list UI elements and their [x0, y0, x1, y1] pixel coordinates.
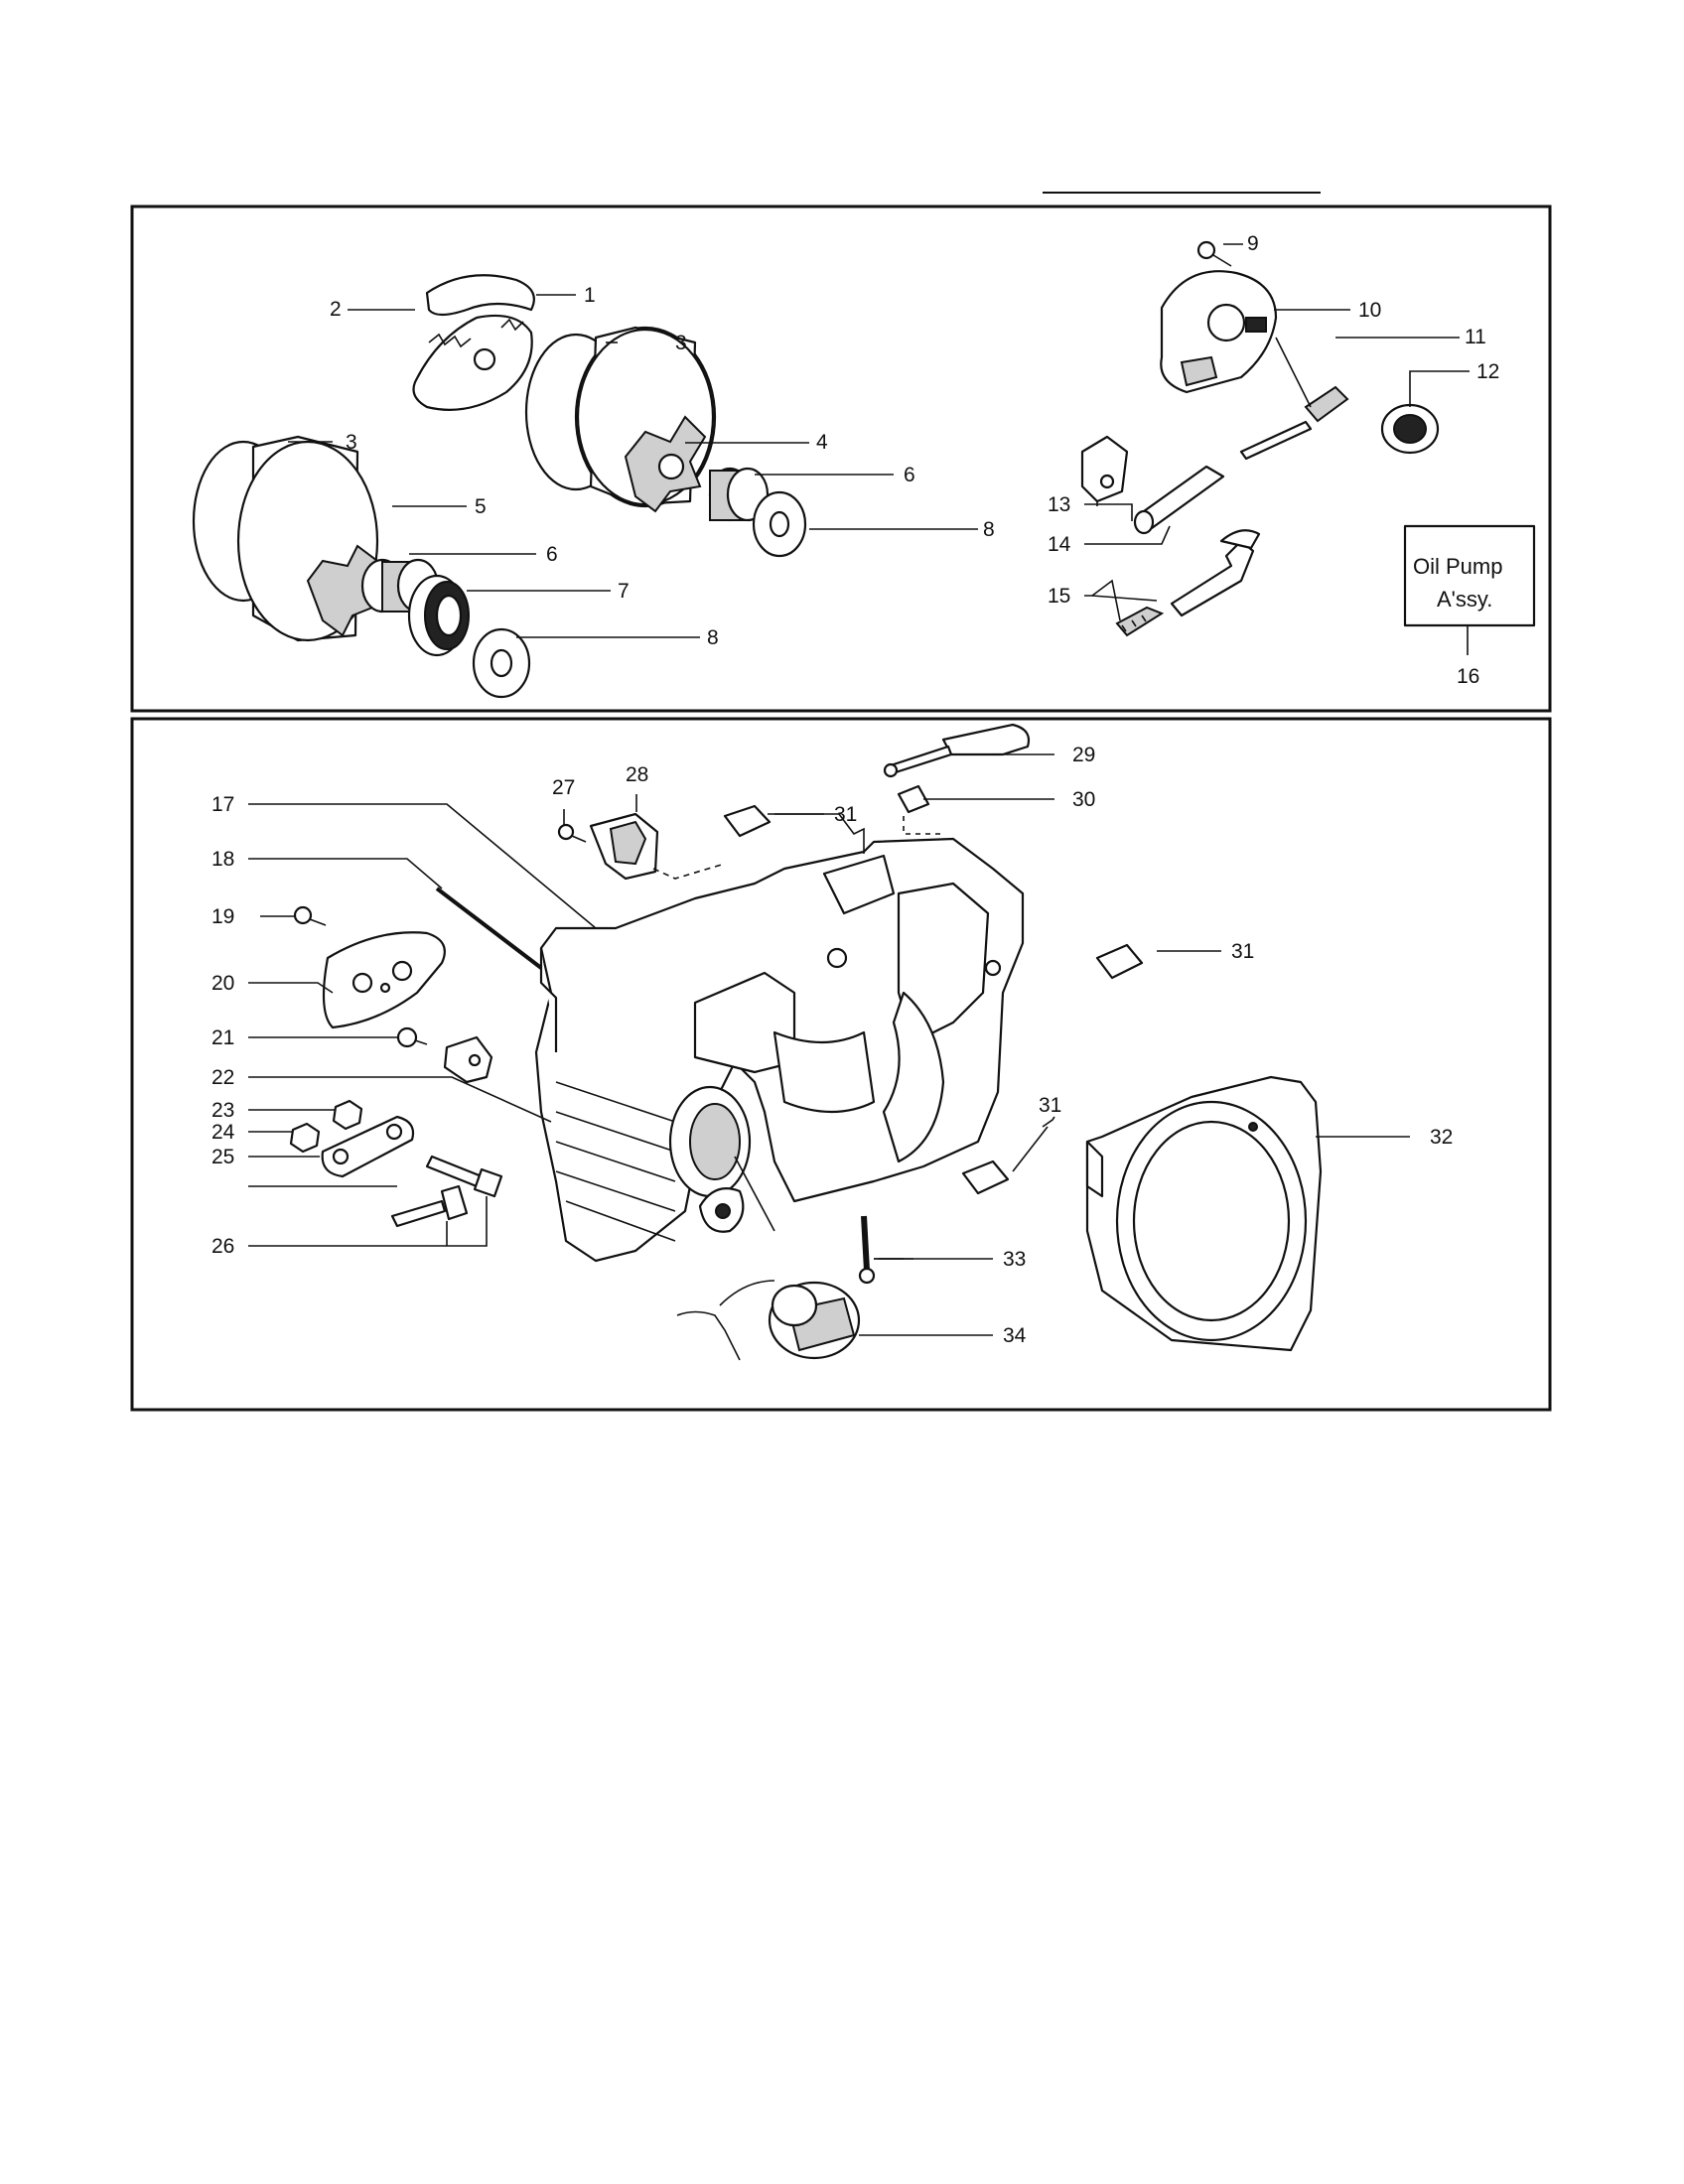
part-8-washer-upper — [752, 490, 807, 558]
callout-19: 19 — [211, 905, 234, 928]
callout-21: 21 — [211, 1026, 234, 1049]
part-30-clip — [897, 784, 943, 835]
part-29-lever — [883, 723, 1031, 778]
part-9-screw — [1196, 240, 1232, 267]
part-25-adjuster-screw — [390, 1155, 503, 1228]
part-8-washer-lower — [472, 627, 531, 699]
part-18-rod — [435, 887, 543, 970]
part-10-oil-pump-housing — [1160, 270, 1278, 394]
part-31-clip-b — [1095, 943, 1144, 980]
callout-5: 5 — [475, 495, 487, 518]
callout-31c: 31 — [1039, 1094, 1061, 1117]
callout-10: 10 — [1358, 299, 1381, 322]
callout-23: 23 — [211, 1099, 234, 1122]
callout-31b: 31 — [1231, 940, 1254, 963]
part-15-oil-hose — [1115, 529, 1261, 637]
oil-pump-label-line2: A'ssy. — [1437, 587, 1492, 612]
callout-11: 11 — [1465, 326, 1486, 348]
callout-8b: 8 — [707, 626, 719, 649]
callout-3a: 3 — [675, 332, 687, 354]
callout-33: 33 — [1003, 1248, 1026, 1271]
part-31-clip-c — [961, 1160, 1010, 1195]
callout-13: 13 — [1048, 493, 1070, 516]
callout-8a: 8 — [983, 518, 995, 541]
callout-25: 25 — [211, 1146, 234, 1168]
part-21-screw — [396, 1026, 428, 1048]
top-leader-lines — [288, 243, 1470, 638]
callout-4: 4 — [816, 431, 828, 454]
callout-1: 1 — [584, 284, 596, 307]
callout-18: 18 — [211, 848, 234, 871]
callout-20: 20 — [211, 972, 234, 995]
callout-6a: 6 — [904, 464, 915, 486]
clutch-oil-pump-panel — [130, 205, 1552, 713]
part-19-screw — [293, 905, 327, 926]
callout-2: 2 — [330, 298, 342, 321]
callout-14: 14 — [1048, 533, 1071, 556]
callout-16: 16 — [1457, 665, 1479, 688]
part-7-rim-sprocket — [407, 574, 470, 657]
part-33-screw — [858, 1215, 876, 1285]
part-13-clamp — [1080, 435, 1129, 503]
callout-31a: 31 — [834, 803, 857, 826]
part-11-worm-shaft — [1239, 337, 1349, 461]
part-3-clutch-drum-upper — [524, 326, 717, 513]
part-23-nut — [289, 1099, 363, 1154]
callout-28: 28 — [626, 763, 648, 786]
callout-27: 27 — [552, 776, 575, 799]
callout-6b: 6 — [546, 543, 558, 566]
oil-pump-assy-box: Oil Pump A'ssy. — [1403, 524, 1536, 655]
part-3-clutch-drum-lower — [192, 435, 379, 642]
part-32-starter-cover — [1085, 1075, 1323, 1352]
part-22-bumper — [443, 1035, 493, 1084]
part-20-plate — [322, 931, 446, 1029]
callout-3b: 3 — [346, 431, 357, 454]
part-27-screw — [557, 823, 587, 843]
part-12-worm-gear — [1380, 403, 1440, 455]
callout-7: 7 — [618, 580, 630, 603]
callout-26: 26 — [211, 1235, 234, 1258]
part-2-clutch-hub — [412, 314, 533, 411]
callout-34: 34 — [1003, 1324, 1027, 1347]
callout-32: 32 — [1430, 1126, 1453, 1149]
crankcase-panel — [130, 717, 1552, 1412]
part-14-pin — [1133, 465, 1225, 535]
part-24-adjuster-plate — [321, 1115, 415, 1178]
callout-22: 22 — [211, 1066, 234, 1089]
callout-12: 12 — [1476, 360, 1499, 383]
callout-15: 15 — [1048, 585, 1070, 608]
callout-24: 24 — [211, 1121, 235, 1144]
oil-pump-label-line1: Oil Pump — [1413, 554, 1502, 579]
part-28-bracket — [589, 812, 726, 881]
part-17-crankcase — [534, 837, 1025, 1263]
part-31-clip-a — [723, 804, 772, 838]
callout-17: 17 — [211, 793, 234, 816]
bottom-leader-lines — [248, 753, 1410, 1336]
part-34-oil-cap — [676, 1280, 861, 1361]
callout-29: 29 — [1072, 744, 1095, 766]
callout-numbers: 1 2 3 3 4 5 6 6 7 8 8 9 10 11 12 13 14 1… — [211, 232, 1499, 1347]
callout-30: 30 — [1072, 788, 1095, 811]
part-1-clutch-shoe — [425, 274, 535, 317]
callout-9: 9 — [1247, 232, 1259, 255]
